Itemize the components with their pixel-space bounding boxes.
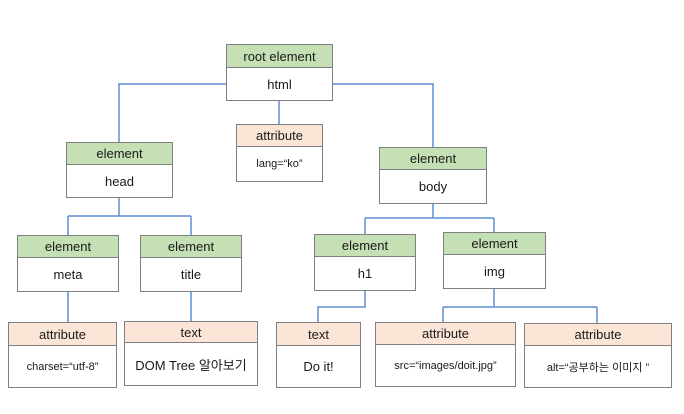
connector-h1-text [317,290,366,323]
node-lang-attribute: attribute lang=“ko” [236,124,323,182]
node-body: element body [379,147,487,204]
node-h1-text: text Do it! [276,322,361,388]
node-alt-value: alt=“공부하는 이미지 ” [546,361,650,374]
node-charset-attribute: attribute charset=“utf-8” [8,322,117,388]
node-head: element head [66,142,173,198]
node-charset-label: attribute [9,323,116,346]
node-meta: element meta [17,235,119,292]
node-h1-text-label: text [277,323,360,346]
node-html-value: html [267,76,292,92]
node-html: root element html [226,44,333,101]
node-head-value: head [105,173,134,189]
connector-html-body [332,83,434,148]
node-img: element img [443,232,546,289]
node-img-value: img [484,264,505,279]
node-h1-text-value: Do it! [303,359,334,374]
node-title-text-label: text [125,322,257,343]
node-img-label: element [444,233,545,255]
node-body-value: body [418,179,448,194]
node-title-text-value: DOM Tree 알아보기 [135,357,247,373]
node-src-label: attribute [376,323,515,345]
connector-html-head [118,83,227,143]
node-title-label: element [141,236,241,258]
node-src-attribute: attribute src=“images/doit.jpg” [375,322,516,387]
node-h1-label: element [315,235,415,257]
node-src-value: src=“images/doit.jpg” [394,359,497,372]
node-title-text: text DOM Tree 알아보기 [124,321,258,386]
node-lang-label: attribute [237,125,322,147]
node-meta-label: element [18,236,118,258]
node-alt-label: attribute [525,324,671,346]
node-meta-value: meta [53,267,83,282]
node-title: element title [140,235,242,292]
node-body-label: element [380,148,486,170]
node-head-label: element [67,143,172,165]
node-title-value: title [180,267,202,282]
node-h1: element h1 [314,234,416,291]
node-charset-value: charset=“utf-8” [26,360,99,373]
node-alt-attribute: attribute alt=“공부하는 이미지 ” [524,323,672,388]
node-h1-value: h1 [357,266,373,281]
node-html-label: root element [227,45,332,68]
node-lang-value: lang=“ko” [256,158,303,170]
